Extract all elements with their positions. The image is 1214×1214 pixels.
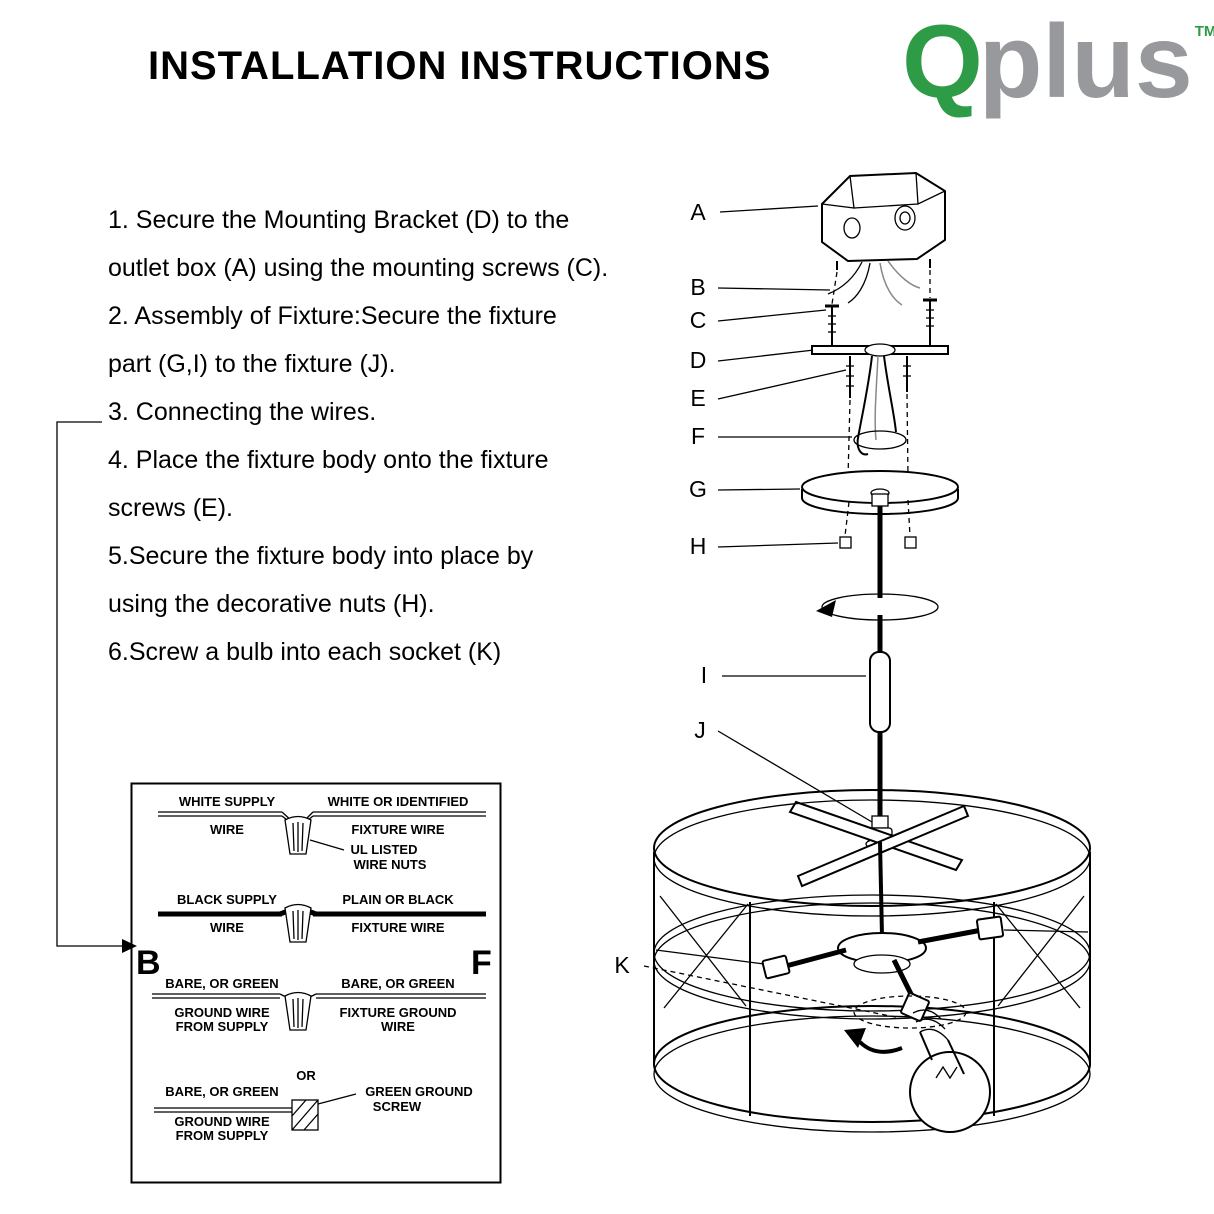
- green-ground-screw-icon: [291, 1099, 319, 1131]
- instruction-line: 4. Place the fixture body onto the fixtu…: [108, 446, 549, 474]
- plain-or-black-label: PLAIN OR BLACK: [342, 892, 454, 907]
- instruction-line: 1. Secure the Mounting Bracket (D) to th…: [108, 206, 570, 234]
- fixture-wire-label: FIXTURE WIRE: [351, 822, 444, 837]
- ground-wire-label: GROUND WIRE: [174, 1114, 270, 1129]
- wire-nut-icon: [284, 903, 312, 943]
- diagram-leader-lines: [643, 205, 901, 1019]
- exploded-fixture-diagram: A B C D E F G H I J K: [614, 171, 1091, 1133]
- wire-label: WIRE: [381, 1019, 415, 1034]
- instruction-line: part (G,I) to the fixture (J).: [108, 350, 396, 378]
- label-k: K: [614, 952, 630, 978]
- fixture-screws-drawing: [846, 356, 911, 479]
- white-supply-label: WHITE SUPPLY: [179, 794, 276, 809]
- label-a: A: [690, 199, 706, 225]
- instruction-line: outlet box (A) using the mounting screws…: [108, 254, 609, 282]
- light-bulb-drawing: [844, 995, 991, 1133]
- instructions-list: 1. Secure the Mounting Bracket (D) to th…: [108, 196, 608, 676]
- outlet-box-drawing: [821, 171, 946, 305]
- from-supply-label: FROM SUPPLY: [176, 1019, 269, 1034]
- label-g: G: [689, 476, 707, 502]
- twist-arrowhead: [816, 600, 836, 617]
- black-supply-label: BLACK SUPPLY: [177, 892, 277, 907]
- instruction-line: using the decorative nuts (H).: [108, 590, 435, 618]
- fixture-wire-label: FIXTURE WIRE: [351, 920, 444, 935]
- screw-label: SCREW: [373, 1099, 422, 1114]
- instruction-line: 2. Assembly of Fixture:Secure the fixtur…: [108, 302, 557, 330]
- logo-q-letter: Q: [902, 4, 983, 120]
- logo-plus-text: plus: [978, 4, 1193, 120]
- label-d: D: [690, 347, 707, 373]
- brand-logo: Q plus TM: [902, 10, 1214, 114]
- callout-letter-f: F: [471, 944, 492, 982]
- from-supply-label: FROM SUPPLY: [176, 1128, 269, 1143]
- canopy-drawing: [801, 470, 959, 537]
- trademark-symbol: TM: [1194, 23, 1214, 40]
- downrod-drawing: [816, 506, 939, 818]
- wire-nut-icon: [284, 815, 312, 855]
- page-title: INSTALLATION INSTRUCTIONS: [148, 44, 772, 88]
- decorative-nuts-drawing: [839, 536, 917, 549]
- ground-wire-label: GROUND WIRE: [174, 1005, 270, 1020]
- diagram-part-labels: A B C D E F G H I J K: [614, 199, 707, 978]
- fixture-wires-drawing: [853, 355, 907, 456]
- drum-cage-drawing: [653, 789, 1091, 1133]
- wiring-callout-connector: [56, 421, 137, 953]
- label-c: C: [690, 307, 707, 333]
- socket-cluster-drawing: [655, 841, 1089, 1022]
- fixture-ground-label: FIXTURE GROUND: [340, 1005, 457, 1020]
- instruction-line: 5.Secure the fixture body into place by: [108, 542, 534, 570]
- label-h: H: [690, 533, 707, 559]
- label-b: B: [690, 274, 705, 300]
- wire-nut-icon: [284, 991, 312, 1031]
- label-k-dashed-leader: [643, 965, 901, 1019]
- wiring-row-ground-screw: BARE, OR GREEN GROUND WIRE FROM SUPPLY G…: [154, 1084, 473, 1143]
- connector-arrowhead: [122, 939, 137, 953]
- label-i: I: [701, 662, 707, 688]
- green-ground-label: GREEN GROUND: [365, 1084, 473, 1099]
- wiring-diagram-box: WHITE SUPPLY WIRE WHITE OR IDENTIFIED FI…: [130, 782, 502, 1184]
- bare-or-green-label: BARE, OR GREEN: [165, 1084, 278, 1099]
- instruction-line: 3. Connecting the wires.: [108, 398, 377, 426]
- wire-nuts-label: WIRE NUTS: [354, 857, 427, 872]
- bare-or-green-label: BARE, OR GREEN: [165, 976, 278, 991]
- wiring-row-black: BLACK SUPPLY WIRE PLAIN OR BLACK FIXTURE…: [158, 892, 486, 943]
- label-j: J: [694, 717, 706, 743]
- wiring-row-ground: BARE, OR GREEN GROUND WIRE FROM SUPPLY B…: [152, 976, 486, 1034]
- wire-label: WIRE: [210, 920, 244, 935]
- bulb-filament: [935, 1065, 958, 1080]
- wiring-box-border: [130, 782, 502, 1184]
- callout-letter-b: B: [136, 944, 161, 982]
- screw-motion-arrowhead: [844, 1028, 866, 1048]
- bare-or-green-label: BARE, OR GREEN: [341, 976, 454, 991]
- bulb-rotation-path: [853, 995, 967, 1029]
- wiring-row-white: WHITE SUPPLY WIRE WHITE OR IDENTIFIED FI…: [158, 794, 486, 872]
- label-f: F: [691, 423, 705, 449]
- or-label: OR: [296, 1068, 316, 1083]
- instruction-line: screws (E).: [108, 494, 233, 522]
- ul-listed-label: UL LISTED: [351, 842, 418, 857]
- label-e: E: [690, 385, 705, 411]
- supply-wires-drawing: [827, 260, 921, 306]
- white-identified-label: WHITE OR IDENTIFIED: [328, 794, 469, 809]
- mounting-bracket-drawing: [811, 343, 949, 357]
- mounting-screws-drawing: [825, 298, 937, 346]
- instruction-line: 6.Screw a bulb into each socket (K): [108, 638, 502, 666]
- wire-label: WIRE: [210, 822, 244, 837]
- mounting-blades-drawing: [788, 800, 970, 888]
